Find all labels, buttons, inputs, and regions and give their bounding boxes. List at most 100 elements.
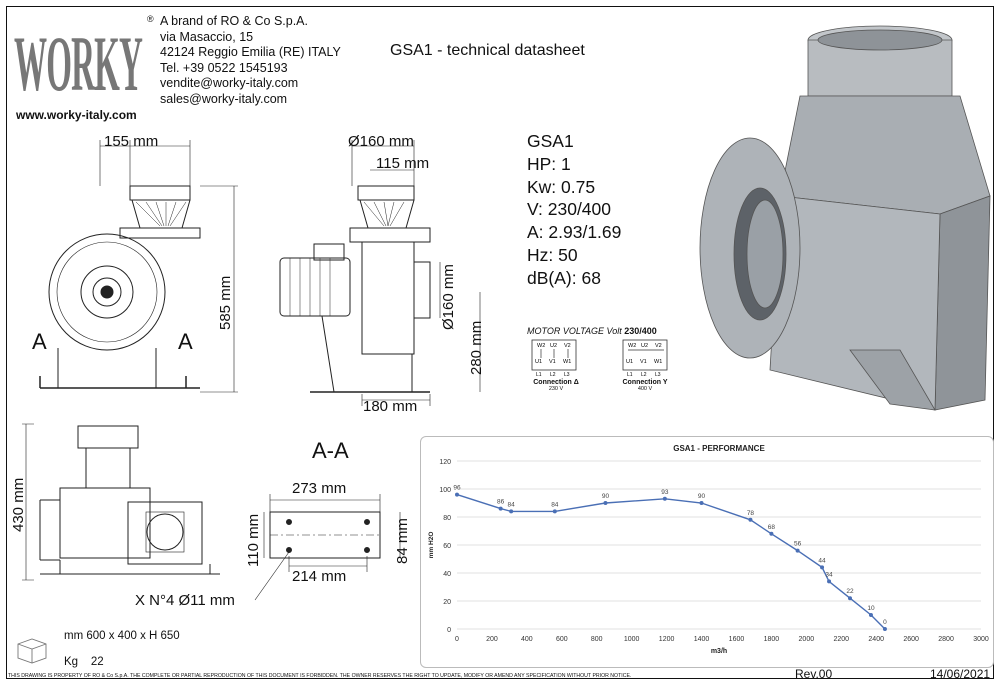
data-point xyxy=(498,506,503,511)
data-point xyxy=(848,596,852,601)
data-label: 86 xyxy=(497,499,505,506)
fan-render xyxy=(699,25,991,411)
section-aa-title: A-A xyxy=(312,438,349,463)
sheet-frame xyxy=(6,6,994,679)
data-point xyxy=(769,531,774,536)
data-label: 90 xyxy=(698,493,706,500)
footer-disclaimer: THIS DRAWING IS PROPERTY OF RO & Co S.p.… xyxy=(8,673,632,679)
section-aa-view xyxy=(254,494,401,601)
x-tick-label: 1400 xyxy=(694,636,710,643)
y-tick-label: 100 xyxy=(439,487,451,494)
svg-text:L2: L2 xyxy=(550,372,556,378)
svg-text:L2: L2 xyxy=(641,372,647,378)
data-label: 56 xyxy=(794,541,802,548)
spec-frequency: Hz: 50 xyxy=(527,244,578,265)
package-box-icon xyxy=(17,638,47,664)
dim-side-base: 180 mm xyxy=(363,398,418,415)
data-point xyxy=(603,501,608,505)
x-tick-label: 2600 xyxy=(903,636,919,643)
data-label: 78 xyxy=(747,510,755,517)
spec-model: GSA1 xyxy=(527,131,574,151)
revision-date: 14/06/2021 xyxy=(930,667,991,681)
x-axis-label: m3/h xyxy=(711,648,727,655)
dim-inlet-diameter: Ø160 mm xyxy=(440,264,457,330)
data-label: 93 xyxy=(661,489,669,496)
x-tick-label: 1000 xyxy=(624,636,640,643)
spec-voltage: V: 230/400 xyxy=(527,199,612,220)
x-tick-label: 400 xyxy=(521,636,533,643)
dim-front-height: 585 mm xyxy=(217,275,234,330)
data-label: 84 xyxy=(551,501,559,508)
front-view xyxy=(39,140,238,393)
data-label: 96 xyxy=(453,485,461,492)
data-point xyxy=(882,627,887,631)
dim-aa-inner-width: 214 mm xyxy=(292,568,347,585)
y-axis-label: mm H2O xyxy=(428,532,435,559)
svg-text:L1: L1 xyxy=(536,372,542,378)
dim-plan-height: 430 mm xyxy=(10,477,27,532)
website-link[interactable]: www.worky-italy.com xyxy=(16,108,137,122)
dim-outlet-width: 115 mm xyxy=(376,155,430,172)
document-title: GSA1 - technical datasheet xyxy=(390,42,585,59)
brand-line[interactable]: vendite@worky-italy.com xyxy=(160,76,299,91)
dim-aa-outer-height: 110 mm xyxy=(245,513,262,567)
x-tick-label: 2200 xyxy=(833,636,849,643)
chart-title: GSA1 - PERFORMANCE xyxy=(673,444,765,453)
spec-hp: HP: 1 xyxy=(527,153,571,174)
svg-text:U1: U1 xyxy=(535,359,542,365)
svg-text:V2: V2 xyxy=(655,343,662,349)
svg-text:U1: U1 xyxy=(626,359,633,365)
svg-text:U2: U2 xyxy=(641,343,648,349)
y-tick-label: 60 xyxy=(443,543,451,550)
x-tick-label: 3000 xyxy=(973,636,989,643)
svg-text:W1: W1 xyxy=(654,359,662,365)
svg-text:W2: W2 xyxy=(537,343,545,349)
data-label: 22 xyxy=(846,588,854,595)
worky-logo: WORKY xyxy=(14,14,146,107)
section-marker-right: A xyxy=(178,329,193,354)
data-point xyxy=(748,517,753,522)
side-view xyxy=(279,140,481,406)
dim-aa-outer-width: 273 mm xyxy=(292,480,347,497)
svg-text:W1: W1 xyxy=(563,359,571,365)
package-size: mm 600 x 400 x H 650 xyxy=(64,630,180,642)
svg-text:V1: V1 xyxy=(549,359,556,365)
spec-kw: Kw: 0.75 xyxy=(527,176,596,197)
dim-front-width: 155 mm xyxy=(104,133,159,150)
data-label: 44 xyxy=(818,557,826,564)
x-tick-label: 2400 xyxy=(868,636,884,643)
x-tick-label: 1600 xyxy=(729,636,745,643)
svg-text:W2: W2 xyxy=(628,343,636,349)
y-tick-label: 80 xyxy=(443,515,451,522)
data-label: 0 xyxy=(883,619,887,626)
data-point xyxy=(509,509,514,514)
brand-line: A brand of RO & Co S.p.A. xyxy=(160,14,308,28)
plan-view xyxy=(22,423,220,581)
data-label: 10 xyxy=(867,605,875,612)
x-tick-label: 0 xyxy=(455,636,459,643)
brand-line[interactable]: sales@worky-italy.com xyxy=(160,91,288,106)
dim-aa-inner-height: 84 mm xyxy=(394,518,411,564)
svg-text:V1: V1 xyxy=(640,359,647,365)
package-weight: Kg 22 xyxy=(64,656,104,668)
data-point xyxy=(827,579,832,584)
spec-list: GSA1 HP: 1 Kw: 0.75 V: 230/400 A: 2.93/1… xyxy=(527,130,621,290)
x-tick-label: 600 xyxy=(556,636,568,643)
data-label: 34 xyxy=(825,571,833,578)
connection-star-label: Connection Y 400 V xyxy=(622,379,668,392)
brand-line: 42124 Reggio Emilia (RE) ITALY xyxy=(160,45,341,60)
data-label: 90 xyxy=(602,493,610,500)
y-tick-label: 120 xyxy=(439,459,451,466)
brand-line: Tel. +39 0522 1545193 xyxy=(160,60,288,75)
svg-text:L1: L1 xyxy=(627,372,633,378)
x-tick-label: 200 xyxy=(486,636,498,643)
data-label: 84 xyxy=(508,501,516,508)
data-point xyxy=(820,565,825,570)
y-tick-label: 0 xyxy=(447,627,451,634)
delta-terminal-box: W2 U2 V2 U1 V1 W1 L1 L2 L3 xyxy=(531,339,577,378)
spec-noise: dB(A): 68 xyxy=(527,267,601,288)
data-point xyxy=(552,509,557,514)
